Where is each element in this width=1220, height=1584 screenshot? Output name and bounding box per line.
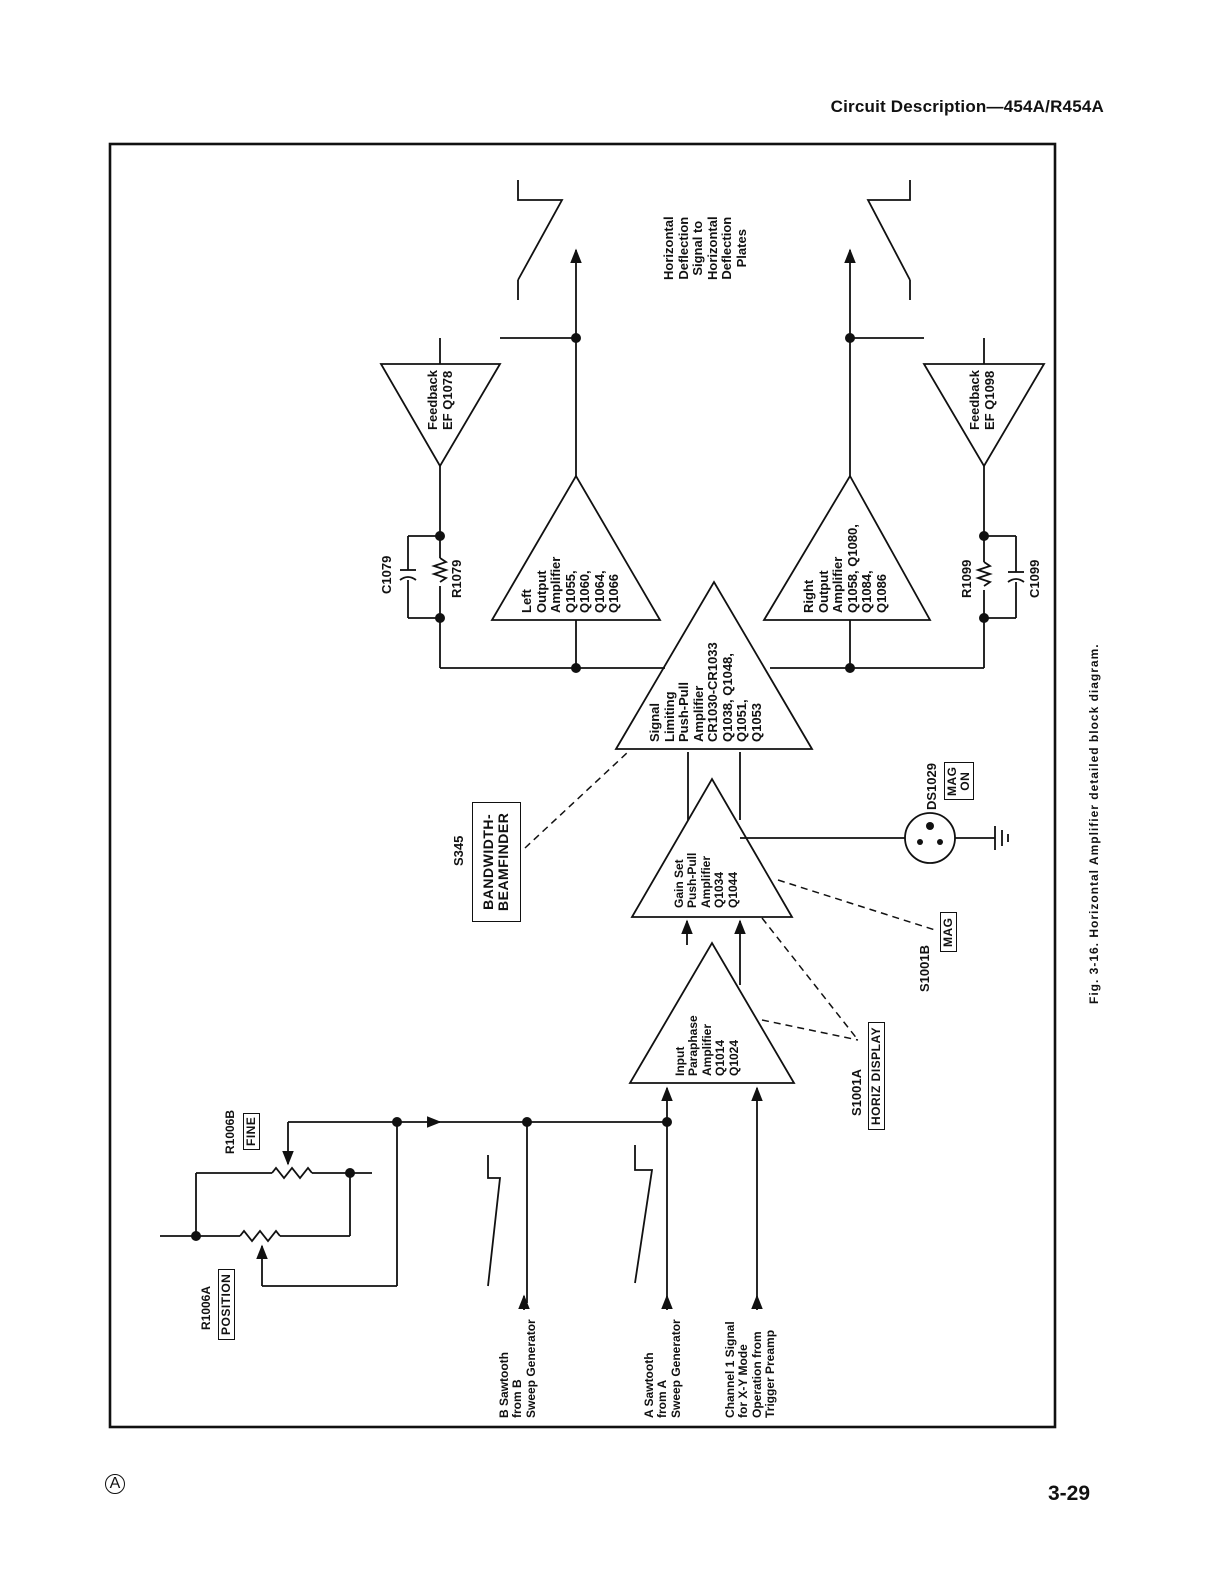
s1001a-label: S1001A	[849, 1069, 864, 1116]
r1006b-label: R1006B	[223, 1109, 237, 1154]
horiz-display-box: HORIZ DISPLAY	[868, 1021, 886, 1130]
b-sawtooth-label: B Sawtooth from B Sweep Generator	[497, 1319, 538, 1418]
r1099-label: R1099	[959, 559, 974, 598]
c1099-label: C1099	[1027, 559, 1042, 598]
output-label: Horizontal Deflection Signal to Horizont…	[661, 216, 749, 280]
mag-on-box: MAG ON	[944, 762, 975, 800]
bandwidth-beamfinder-box: BANDWIDTH- BEAMFINDER	[472, 801, 521, 922]
mag-box: MAG	[940, 912, 958, 952]
r1006a-label: R1006A	[199, 1285, 213, 1330]
gain-set-triangle	[630, 777, 794, 918]
feedback-right-label: Feedback EF Q1098	[967, 370, 997, 430]
signal-limiting-label: Signal Limiting Push-Pull Amplifier CR10…	[647, 642, 764, 742]
gain-set-label: Gain Set Push-Pull Amplifier Q1034 Q1044	[672, 852, 740, 908]
lamp-ds1029	[904, 812, 956, 864]
input-paraphase-label: Input Paraphase Amplifier Q1014 Q1024	[673, 1015, 741, 1076]
left-output-waveform	[517, 180, 564, 281]
right-output-label: Right Output Amplifier Q1058, Q1080, Q10…	[801, 524, 889, 613]
s345-label: S345	[451, 835, 466, 866]
right-output-waveform	[866, 180, 911, 281]
revision-mark: A	[105, 1474, 125, 1494]
input-paraphase-triangle	[628, 941, 796, 1084]
s1001b-label: S1001B	[917, 945, 932, 992]
fine-box: FINE	[243, 1112, 261, 1150]
a-sawtooth-waveform	[634, 1145, 654, 1284]
feedback-left-label: Feedback EF Q1078	[425, 370, 455, 430]
right-output-triangle	[762, 474, 932, 621]
left-output-label: Left Output Amplifier Q1055, Q1060, Q106…	[519, 556, 622, 613]
figure-caption: Fig. 3-16. Horizontal Amplifier detailed…	[1087, 643, 1101, 1004]
r1079-label: R1079	[449, 559, 464, 598]
channel1-label: Channel 1 Signal for X-Y Mode Operation …	[723, 1321, 778, 1418]
position-box: POSITION	[218, 1268, 236, 1340]
signal-limiting-triangle	[614, 580, 814, 750]
a-sawtooth-label: A Sawtooth from A Sweep Generator	[642, 1319, 683, 1418]
ds1029-label: DS1029	[924, 763, 939, 810]
header-title: Circuit Description—454A/R454A	[830, 97, 1104, 116]
diagram-frame	[108, 142, 1057, 1429]
page-number: 3-29	[1047, 1482, 1090, 1505]
b-sawtooth-waveform	[487, 1155, 502, 1287]
c1079-label: C1079	[379, 555, 394, 594]
